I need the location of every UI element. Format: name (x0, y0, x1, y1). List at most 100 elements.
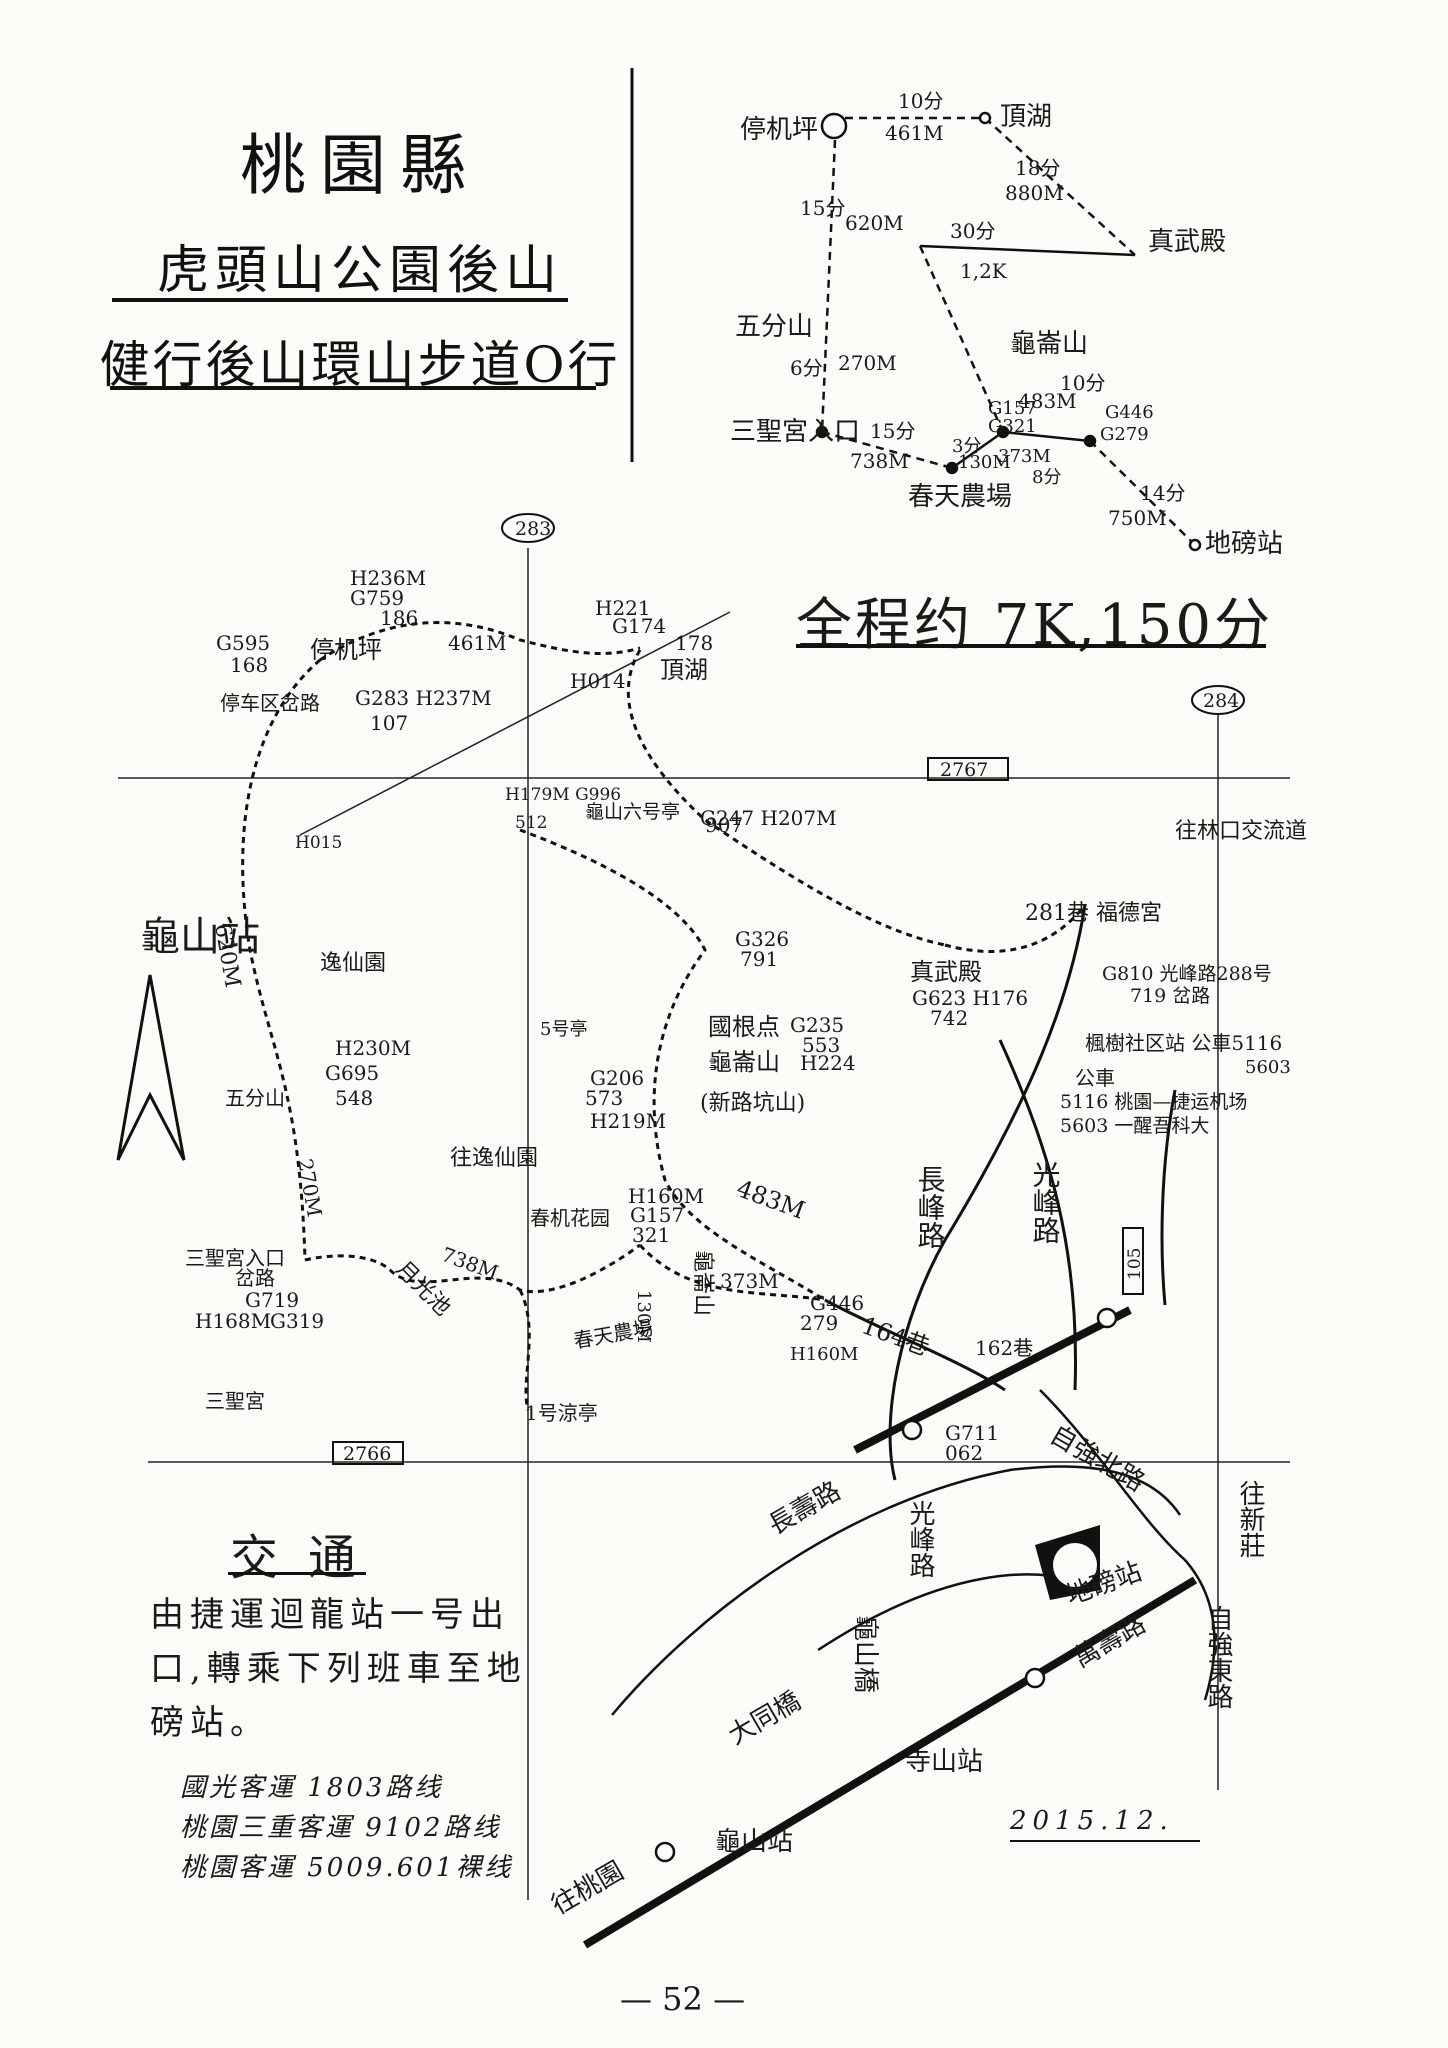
interchange-ring (1053, 1543, 1097, 1587)
transit-title: 交通 (230, 1530, 387, 1586)
leg-time: 30分 (950, 219, 995, 243)
map-label: H224 (800, 1051, 856, 1075)
map-label: 往桃園 (547, 1856, 630, 1921)
map-label: 5603 一醒吾科大 (1060, 1115, 1209, 1137)
map-label: 907 (705, 813, 743, 837)
map-label: 5号亭 (540, 1019, 587, 1040)
leg-dist: 738M (850, 449, 909, 473)
node-label: 真武殿 (1148, 227, 1226, 257)
route-283-marker (501, 513, 555, 543)
map-label: G174 (612, 614, 666, 638)
map-label: 553 (802, 1033, 840, 1057)
map-label: G319 (270, 1309, 324, 1333)
map-label: G810 光峰路288号 (1102, 963, 1272, 985)
trail-top (319, 621, 641, 662)
route-284-marker (1191, 685, 1245, 715)
map-label: G446 (810, 1291, 864, 1315)
map-label: 公車 (1075, 1066, 1115, 1090)
leg-time: 15分 (800, 196, 845, 220)
leg-dist: 373M (998, 446, 1051, 467)
map-label: 龜山橋 (850, 1615, 880, 1693)
transit-title-underline (228, 1572, 366, 1575)
map-label: 往逸仙園 (450, 1146, 538, 1171)
map-label: H230M (335, 1036, 411, 1060)
route-2767-label: 2767 (940, 759, 988, 781)
thick-roads (582, 1306, 1198, 1949)
map-label: (新路坑山) (700, 1091, 805, 1116)
map-label: 738M (438, 1242, 501, 1285)
node-dh (978, 111, 992, 125)
map-label: G206 (590, 1066, 644, 1090)
map-label: 719 岔路 (1130, 985, 1210, 1007)
map-label: G759 (350, 586, 404, 610)
leg-dist: 461M (885, 121, 944, 145)
map-label: 178 (675, 631, 713, 655)
leg-dist: 750M (1108, 506, 1167, 530)
leg-ss-ct (821, 430, 953, 470)
trail-zhenwu (944, 904, 1087, 953)
node-ss (815, 425, 829, 439)
trail-middle (519, 828, 826, 1302)
route-2766-marker (332, 1441, 404, 1465)
leg-dist: 130M (958, 452, 1011, 473)
map-label: 五分山 (225, 1086, 285, 1110)
map-label: 真武殿 (910, 958, 982, 986)
route-2767-marker (927, 757, 1009, 781)
bus-routes: 國光客運 1803路线 桃園三重客運 9102路线 桃園客運 5009.601裸… (180, 1768, 513, 1888)
map-label: H219M (590, 1109, 666, 1133)
node-label: 頂湖 (1000, 102, 1052, 132)
node-dw (1188, 538, 1202, 552)
map-label: H179M G996 (505, 785, 621, 805)
map-label: 國根点 (708, 1013, 780, 1041)
leg-time: 3分 (952, 436, 981, 457)
map-label: 5116 桃園—捷运机场 (1060, 1091, 1247, 1113)
map-label: 168 (230, 653, 268, 677)
map-label: G235 (790, 1013, 844, 1037)
map-label: 791 (740, 947, 778, 971)
map-label: H221 (595, 596, 651, 620)
road-changshou (853, 1306, 1132, 1454)
route-105-marker (1122, 1227, 1144, 1295)
map-label: 頂湖 (660, 656, 708, 684)
interchange-icon (1035, 1525, 1100, 1600)
map-label: 自強東路 (1203, 1605, 1233, 1709)
node-label: 春天農場 (908, 482, 1012, 512)
map-label: 5603 (1245, 1057, 1291, 1078)
leg-ws-ss (820, 139, 837, 433)
road-105 (1160, 1089, 1177, 1306)
node-label: 五分山 (735, 312, 813, 342)
leg-dist: 270M (838, 351, 897, 375)
map-label: 往新莊 (1235, 1480, 1265, 1558)
map-label: 龜山六号亭 (585, 801, 680, 823)
trail-south-east (638, 1243, 826, 1302)
map-label: 483M (733, 1174, 809, 1224)
county-title: 桃園縣 (240, 127, 480, 204)
map-label: 龜崙山 (708, 1048, 780, 1076)
lane-162-label: 162巷 (975, 1336, 1033, 1360)
route-283-label: 283 (515, 518, 551, 540)
height-code: G279 (1100, 424, 1149, 445)
bus-route: 桃園客運 5009.601裸线 (180, 1853, 514, 1883)
map-label: H160M (790, 1344, 858, 1365)
hike-title: 健行後山環山步道O行 (99, 336, 621, 394)
leg-dist: 620M (845, 211, 904, 235)
map-label: H015 (295, 833, 342, 853)
map-label: 春天農場 (572, 1315, 655, 1353)
map-label: 停机坪 (310, 636, 382, 664)
node-label: 三聖宮入口 (730, 417, 860, 447)
map-label: 373M (720, 1269, 779, 1293)
schematic-labels: 停机坪 頂湖 真武殿 龜崙山 五分山 三聖宮入口 春天農場 地磅站 10分 46… (730, 89, 1283, 559)
north-label: 龜山站 (140, 914, 260, 960)
total-underline (796, 644, 1266, 648)
map-label: 春机花园 (530, 1206, 610, 1230)
map-label: G719 (245, 1288, 299, 1312)
map-label: 寺山站 (905, 1747, 983, 1777)
map-label: 大同橋 (724, 1686, 807, 1751)
transit-body: 由捷運迴龍站一号出口,轉乘下列班車至地磅站。 (150, 1595, 527, 1743)
map-label: 逸仙園 (320, 951, 386, 976)
map-label: 萬壽路 (1069, 1609, 1152, 1674)
node-label: 龜崙山 (1010, 329, 1088, 359)
bus-route: 桃園三重客運 9102路线 (180, 1813, 502, 1843)
leg-time: 6分 (790, 356, 823, 380)
